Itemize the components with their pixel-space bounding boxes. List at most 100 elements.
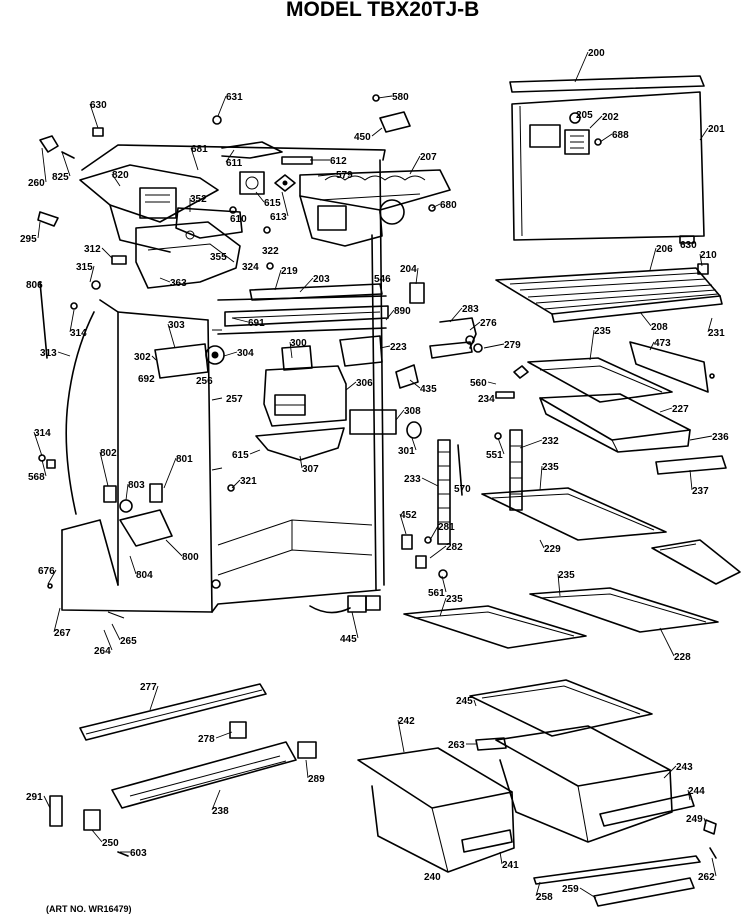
light-shield [255,427,345,461]
callout-219: 219 [281,266,298,277]
callout-806: 806 [26,280,43,291]
callout-229-leader [539,539,545,549]
callout-300: 300 [290,338,307,349]
callout-802-leader [99,451,109,487]
damper-control [263,345,347,427]
callout-801-leader [163,457,177,489]
thermostat [154,343,225,379]
callout-201: 201 [708,124,725,135]
callout-681-leader [190,147,199,171]
callout-546: 546 [374,274,391,285]
callout-314-leader [69,309,75,333]
callout-820: 820 [112,170,129,181]
callout-242: 242 [398,716,415,727]
callout-820-leader [111,173,121,187]
callout-630: 630 [90,100,107,111]
callout-308-leader [395,409,405,421]
callout-231: 231 [708,328,725,339]
callout-282: 282 [446,542,463,553]
callout-235c-leader [557,573,561,597]
part-291 [49,795,63,827]
callout-315: 315 [76,262,93,273]
callout-260-leader [41,147,47,183]
callout-680-leader [431,203,441,209]
part-250 [83,809,101,831]
callout-236: 236 [712,432,729,443]
callout-264-leader [103,629,113,651]
callout-234: 234 [478,394,495,405]
shaft-612 [281,156,313,165]
callout-825-leader [61,151,71,177]
callout-302-leader [151,355,157,361]
callout-259-leader [579,887,597,899]
callout-615b-leader [249,449,261,455]
callout-228-leader [659,627,675,657]
callout-206: 206 [656,244,673,255]
callout-202-leader [589,115,603,129]
callout-308: 308 [404,406,421,417]
glass-shelf-228-right [529,587,719,633]
callout-580-leader [377,95,393,99]
ice-maker [299,169,451,247]
callout-612: 612 [330,156,347,167]
callout-232-leader [519,439,543,449]
shelf-ladder-right [509,429,523,511]
part-289 [297,741,317,759]
callout-313-leader [57,351,71,357]
callout-235c: 235 [558,570,575,581]
callout-568-leader [41,459,47,477]
rail-259 [593,877,695,907]
rail-277 [79,683,267,741]
callout-233: 233 [404,474,421,485]
callout-801: 801 [176,454,193,465]
callout-263: 263 [448,740,465,751]
callout-295-leader [37,221,41,239]
callout-304-leader [223,351,238,357]
meat-pan [539,393,691,453]
part-435 [395,364,419,389]
callout-680: 680 [440,200,457,211]
callout-688-leader [599,133,613,143]
callout-615: 615 [264,198,281,209]
callout-800: 800 [182,552,199,563]
callout-204-leader [415,267,419,285]
callout-688: 688 [612,130,629,141]
cover-plate-308 [349,409,397,435]
callout-890: 890 [394,306,411,317]
callout-258-leader [535,881,541,897]
callout-256: 256 [196,376,213,387]
callout-302: 302 [134,352,151,363]
callout-278: 278 [198,734,215,745]
callout-262-leader [711,857,717,877]
callout-208-leader [639,311,652,327]
callout-250: 250 [102,838,119,849]
callout-227: 227 [672,404,689,415]
callout-238: 238 [212,806,229,817]
callout-295: 295 [20,234,37,245]
callout-243-leader [663,765,677,779]
callout-235d: 235 [446,594,463,605]
part-603 [117,851,129,857]
cabinet-liner [61,144,387,613]
callout-219-leader [274,269,282,291]
callout-283: 283 [462,304,479,315]
callout-580: 580 [392,92,409,103]
callout-352: 352 [190,194,207,205]
callout-237-leader [689,469,693,491]
callout-249-leader [703,817,707,825]
callout-245-leader [473,699,477,707]
callout-259: 259 [562,884,579,895]
callout-312: 312 [84,244,101,255]
callout-262: 262 [698,872,715,883]
bin-218 [651,539,741,585]
callout-802: 802 [100,448,117,459]
callout-568: 568 [28,472,45,483]
bracket-223 [339,335,383,367]
callout-435: 435 [420,384,437,395]
callout-243: 243 [676,762,693,773]
shelf-ladder [437,439,463,545]
callout-355: 355 [210,252,227,263]
callout-615-leader [255,191,265,203]
callout-561-leader [441,575,447,593]
callout-235d-leader [439,597,447,617]
